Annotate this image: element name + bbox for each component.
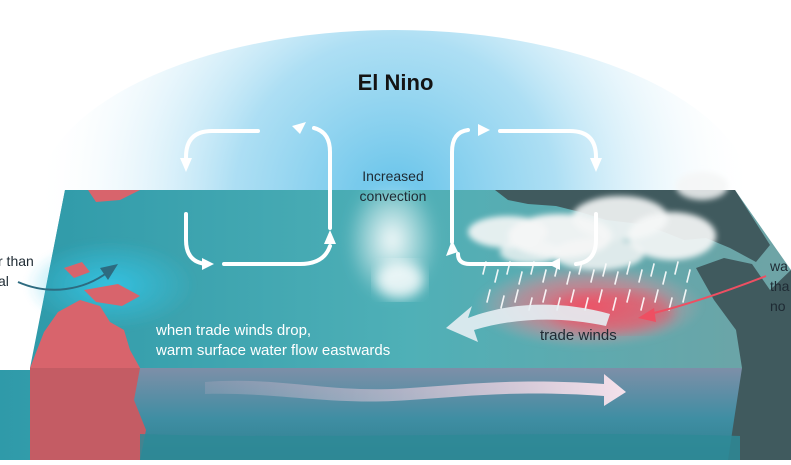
- warm-current-arrow: [205, 374, 626, 406]
- right-loop-arrowheads: [446, 124, 602, 270]
- thermocline: [140, 434, 740, 460]
- rain: [482, 261, 691, 311]
- convection-label: Increased convection: [328, 166, 458, 206]
- land-right-americas: [495, 190, 770, 262]
- right-callout-line: wa: [770, 258, 788, 274]
- flow-note-line: warm surface water flow eastwards: [156, 342, 391, 359]
- left-callout-arrowhead: [100, 264, 118, 280]
- convection-label-line: Increased: [362, 168, 424, 184]
- trade-winds-label: trade winds: [540, 327, 617, 344]
- land-left-australia: [30, 300, 140, 368]
- diagram-title: El Nino: [357, 70, 434, 95]
- right-callout-arrow: [649, 275, 767, 315]
- flow-note: when trade winds drop, warm surface wate…: [156, 321, 390, 361]
- left-circulation-loop: [184, 126, 332, 266]
- left-callout-line: r than: [0, 253, 34, 269]
- land-front-left: [30, 368, 146, 460]
- convection-label-line: convection: [359, 188, 427, 204]
- left-callout-arrow: [17, 271, 109, 291]
- right-callout-line: no: [770, 298, 786, 314]
- right-circulation-loop: [450, 128, 598, 266]
- left-callout-line: al: [0, 273, 9, 289]
- land-left-islands: [64, 262, 140, 306]
- flow-note-line: when trade winds drop,: [156, 322, 312, 339]
- left-loop-arrowheads: [180, 122, 336, 270]
- cloud-mass: [468, 172, 728, 270]
- right-callout-label: wa tha no: [770, 256, 789, 316]
- land-right-south: [696, 258, 791, 368]
- right-callout-arrowhead: [638, 308, 656, 322]
- land-front-right: [728, 368, 791, 460]
- trade-wind-arrow: [446, 304, 610, 342]
- left-callout-label: r than al: [0, 251, 34, 291]
- right-callout-line: tha: [770, 278, 790, 294]
- cool-water-glow: [25, 240, 195, 330]
- convection-plume-base: [376, 262, 424, 298]
- land-left-north: [88, 190, 140, 202]
